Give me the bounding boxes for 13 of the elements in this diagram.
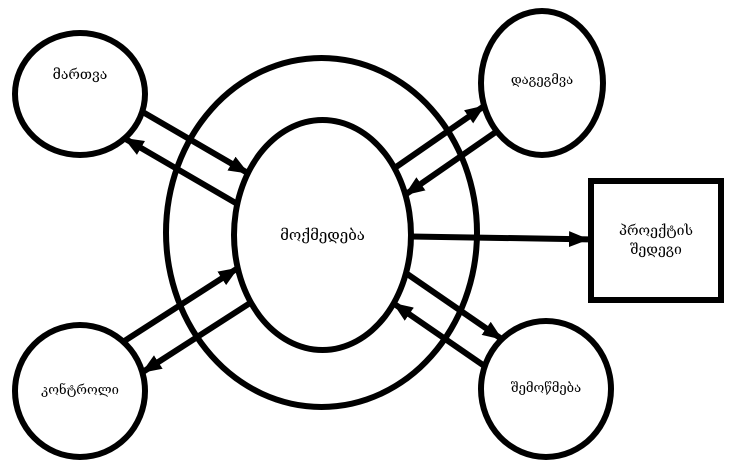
process-circle [478, 8, 606, 158]
node-label: კონტროლი [40, 382, 120, 400]
node-label: შემოწმება [510, 380, 582, 398]
process-circle [231, 117, 414, 353]
process-circle [12, 322, 148, 460]
node-label: პროექტის შედეგი [618, 222, 694, 260]
node-label: დაგეგმვა [510, 72, 574, 90]
process-circle [478, 318, 614, 460]
process-circle [12, 30, 148, 158]
node-label: მოქმედება [279, 224, 366, 246]
node-label: მართვა [52, 66, 108, 85]
result-box [588, 178, 724, 303]
outer-ring [163, 55, 480, 410]
